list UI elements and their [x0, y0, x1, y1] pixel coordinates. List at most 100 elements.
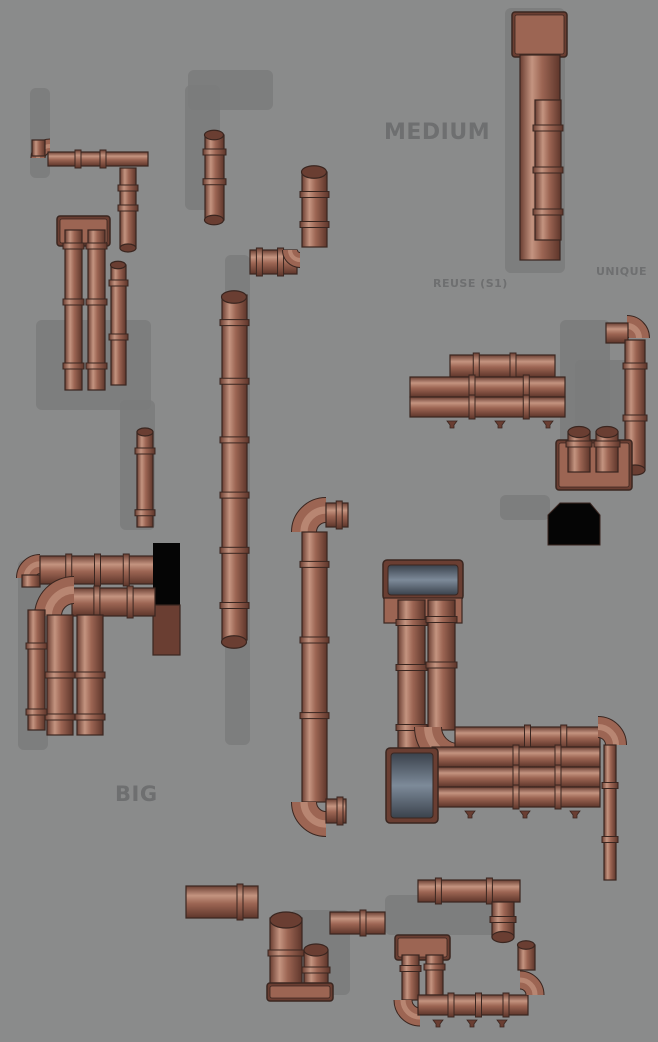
pipe-cap: [203, 214, 225, 226]
pipe-joint: [117, 184, 139, 192]
pipe-joint: [512, 784, 520, 810]
pipe-joint: [25, 642, 48, 650]
pipe-joint: [219, 377, 250, 385]
bolt: [446, 420, 458, 429]
pipe-joint: [62, 298, 85, 306]
vertical-pipe: [204, 134, 225, 221]
pipe-joint: [219, 319, 250, 327]
pipe-joint: [44, 671, 76, 679]
mount-plate-inner: [397, 937, 448, 958]
pipe-cap: [595, 425, 619, 439]
vertical-pipe: [221, 294, 248, 641]
pipe-elbow-highlight: [300, 506, 327, 533]
pipe-joint: [447, 992, 455, 1018]
pipe-joint: [108, 333, 129, 341]
pipe-shadow: [188, 70, 273, 110]
pipe-joint: [532, 208, 564, 216]
pipe-cap: [567, 425, 591, 439]
pipe-cap: [136, 427, 154, 437]
mount-plate-inner: [269, 985, 331, 999]
horizontal-pipe: [185, 885, 259, 919]
vertical-pipe: [21, 574, 41, 588]
pipe-joint: [299, 636, 330, 644]
pipe-joint: [134, 447, 156, 455]
pipe-joint: [267, 949, 305, 957]
bolt: [496, 1019, 508, 1028]
pipe-shadow: [385, 895, 505, 935]
pipe-joint: [395, 664, 428, 671]
pipe-joint: [236, 883, 244, 921]
pipe-joint: [601, 782, 619, 789]
pipe-joint: [44, 713, 76, 721]
pipe-elbow-highlight: [44, 586, 75, 617]
pipe-joint: [509, 352, 517, 380]
pipe-joint: [395, 619, 428, 626]
pipe-joint: [62, 362, 85, 370]
pipe-elbow-highlight: [300, 801, 327, 828]
pipe-joint: [134, 509, 156, 517]
pipe-joint: [277, 247, 285, 277]
pipe-cap: [220, 290, 248, 304]
horizontal-pipe: [409, 376, 566, 398]
pipe-joint: [74, 671, 106, 679]
pipe-joint: [255, 247, 263, 277]
pipe-joint: [336, 796, 344, 826]
pipe-joint: [202, 148, 227, 156]
pipe-joint: [423, 963, 446, 971]
vertical-pipe: [301, 531, 328, 803]
pipe-joint: [485, 877, 493, 905]
pipe-joint: [94, 553, 101, 587]
vertical-pipe: [64, 229, 83, 391]
pipe-cap: [119, 243, 137, 253]
pipe-joint: [25, 708, 48, 716]
pipe-joint: [299, 712, 330, 720]
pipe-joint: [601, 836, 619, 843]
pipe-joint: [202, 178, 227, 186]
pipe-joint: [622, 362, 648, 370]
pipe-joint: [622, 414, 648, 422]
pipe-joint: [468, 394, 476, 420]
bolt: [519, 810, 531, 819]
black-block: [153, 543, 180, 605]
pipe-joint: [219, 602, 250, 609]
pipe-joint: [62, 242, 85, 250]
horizontal-pipe: [417, 994, 529, 1016]
horizontal-pipe: [47, 151, 149, 167]
label-big: BIG: [115, 782, 158, 806]
pipe-joint: [219, 546, 250, 554]
pipe-layer: [16, 11, 650, 1028]
pipe-joint: [434, 877, 442, 905]
pipe-joint: [99, 149, 107, 169]
horizontal-pipe: [71, 587, 156, 617]
pipe-joint: [74, 713, 106, 721]
vertical-pipe: [31, 139, 46, 157]
pipe-joint: [489, 916, 517, 923]
pipe-joint: [299, 560, 330, 568]
pipe-elbow-highlight: [597, 724, 619, 746]
pipe-cap: [516, 940, 536, 950]
pipe-joint: [399, 965, 422, 972]
pipe-joint: [522, 394, 530, 420]
pipe-joint: [502, 992, 510, 1018]
vent-grille: [387, 564, 459, 596]
pipe-joint: [219, 491, 250, 499]
pipe-cap: [491, 930, 515, 944]
horizontal-pipe: [329, 911, 386, 935]
pipe-shadow: [30, 88, 50, 178]
pipe-joint: [425, 616, 458, 623]
pipe-elbow-highlight: [519, 977, 538, 996]
bolt: [432, 1019, 444, 1028]
horizontal-pipe: [417, 879, 521, 903]
pipe-cap: [300, 165, 328, 179]
pipe-joint: [122, 553, 130, 587]
pipe-joint: [74, 149, 82, 169]
black-connector-block: [547, 502, 601, 546]
horizontal-pipe: [409, 396, 566, 418]
vertical-pipe: [401, 954, 420, 1001]
label-medium: MEDIUM: [384, 120, 491, 145]
pipe-joint: [126, 585, 134, 619]
vertical-pipe: [603, 744, 617, 881]
pipe-joint: [335, 500, 343, 530]
